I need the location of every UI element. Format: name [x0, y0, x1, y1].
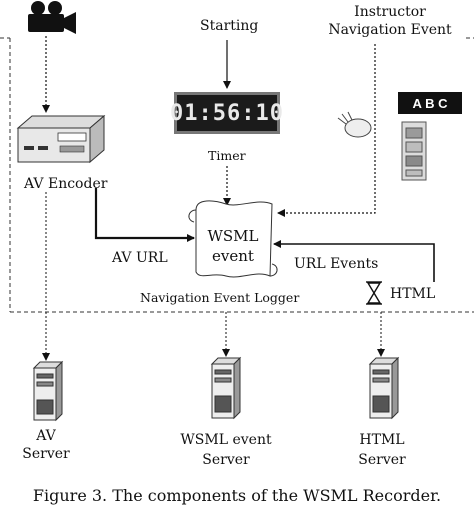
av-server-icon — [32, 360, 64, 422]
arrow-instructor-to-wsml — [277, 44, 376, 217]
abc-slide-header: A B C — [398, 92, 462, 114]
wsml-event-scroll — [188, 200, 278, 278]
video-camera-icon — [28, 1, 76, 34]
instructor-label: Instructor — [354, 4, 426, 20]
navigation-event-label: Navigation Event — [328, 22, 452, 38]
starting-label: Starting — [200, 18, 259, 34]
av-server-line1: AV — [36, 428, 56, 444]
html-server-line1: HTML — [359, 432, 405, 448]
figure-caption: Figure 3. The components of the WSML Rec… — [32, 486, 442, 505]
navigation-event-logger-label: Navigation Event Logger — [140, 290, 300, 305]
arrow-av-url — [94, 188, 195, 242]
timer-label: Timer — [208, 148, 246, 163]
wsml-event-line2: event — [212, 247, 254, 265]
hourglass-icon — [366, 281, 382, 305]
browser-window-icon — [401, 121, 427, 181]
wsml-server-icon — [210, 356, 242, 420]
html-label: HTML — [390, 286, 436, 302]
timer-digits: 01:56:10 — [170, 100, 284, 126]
recorder-boundary — [0, 37, 474, 313]
wsml-server-line2: Server — [202, 452, 250, 468]
av-encoder-icon — [16, 114, 106, 164]
arrow-url-events — [273, 240, 435, 282]
wsml-event-line1: WSML — [207, 227, 259, 245]
html-server-line2: Server — [358, 452, 406, 468]
av-server-line2: Server — [22, 446, 70, 462]
av-url-label: AV URL — [112, 250, 168, 266]
wsml-server-line1: WSML event — [180, 432, 272, 448]
hand-cursor-icon — [337, 111, 372, 138]
timer-display: 01:56:10 — [170, 92, 283, 134]
av-encoder-label: AV Encoder — [24, 176, 108, 192]
html-server-icon — [368, 356, 400, 420]
url-events-label: URL Events — [294, 256, 379, 272]
